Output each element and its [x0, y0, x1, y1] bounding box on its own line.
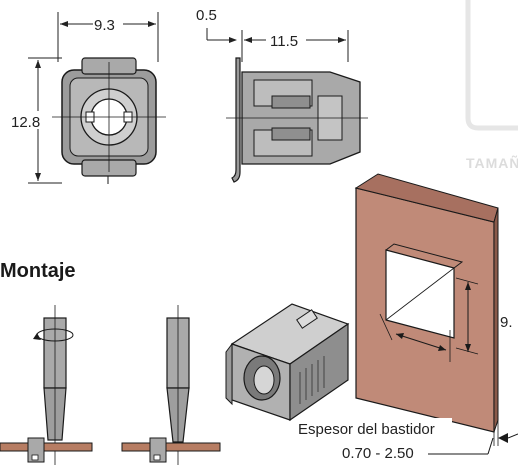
iso-hole-inner: [253, 365, 275, 395]
panel-dim-horizontal-ext-left: [379, 313, 393, 341]
panel-thickness-arrow: [498, 433, 508, 443]
size-badge-outline: [465, 0, 518, 131]
front-height-label: 12.8: [11, 114, 40, 131]
front-width-arrow-right: [148, 21, 156, 27]
front-width-arrow-left: [60, 21, 68, 27]
front-height-arrow-top: [35, 60, 41, 68]
side-thickness-label: 0.5: [196, 7, 217, 24]
front-height-arrow-bottom: [35, 173, 41, 181]
size-badge-label: TAMAÑO: [466, 154, 518, 171]
side-length-arrow-left: [244, 37, 252, 43]
panel-range: 0.70 - 2.50: [342, 445, 414, 462]
panel-dim-label: 9.: [500, 314, 513, 331]
side-view: 0.5 11.5: [196, 7, 368, 183]
cage-nut-isometric: [225, 303, 350, 422]
tool-right-base: [121, 442, 221, 452]
rotation-arrowhead-icon: [33, 333, 41, 340]
side-body-slot-bottom: [271, 127, 311, 141]
side-thickness-arrow: [229, 37, 237, 43]
panel-range-leader-up: [487, 437, 494, 455]
panel-hole-inner-edge: [385, 243, 464, 269]
size-badge: TAMAÑO: [465, 0, 518, 171]
front-height-label-bg: [10, 111, 44, 129]
panel-caption: Espesor del bastidor: [298, 421, 435, 438]
section-heading-montaje: Montaje: [0, 260, 76, 282]
side-length-arrow-right: [338, 37, 346, 43]
panel-dim-horizontal-arrow-right: [438, 345, 446, 351]
iso-clip: [225, 342, 233, 406]
panel-side-edge: [493, 207, 499, 433]
panel-dim-vertical-ext-bottom: [455, 347, 479, 355]
panel-dim-vertical-arrow-top: [465, 282, 471, 290]
side-length-label: 11.5: [270, 33, 298, 50]
front-view: 9.3 12.8: [10, 12, 166, 184]
side-length-label-bg: [266, 31, 306, 49]
tool-right-nut-slot: [153, 454, 161, 461]
panel-dim-horizontal: [395, 333, 447, 351]
side-flange: [231, 57, 241, 183]
side-body-slot-top: [271, 95, 311, 109]
mounting-tool-left: [0, 305, 93, 465]
panel-dim-vertical-ext-top: [455, 277, 479, 285]
panel-hole-diagonal: [385, 267, 455, 321]
panel-dim-horizontal-arrow-left: [396, 333, 404, 339]
panel-thickness-callout: Espesor del bastidor 0.70 - 2.50: [294, 418, 518, 462]
mounting-panel: 9.: [354, 173, 513, 433]
panel-dim-vertical-arrow-bottom: [465, 344, 471, 352]
panel-caption-bg: [294, 418, 452, 438]
tool-left-base: [0, 442, 93, 452]
iso-right-face: [289, 322, 349, 422]
iso-side-ribs: [299, 356, 325, 404]
tool-left-nut-slot: [31, 454, 39, 461]
mounting-tool-right: [121, 305, 221, 465]
front-width-label: 9.3: [94, 17, 115, 34]
front-width-label-bg: [93, 14, 123, 32]
iso-top-tab: [296, 309, 318, 329]
panel-thickness-arrow-tail: [507, 433, 518, 439]
